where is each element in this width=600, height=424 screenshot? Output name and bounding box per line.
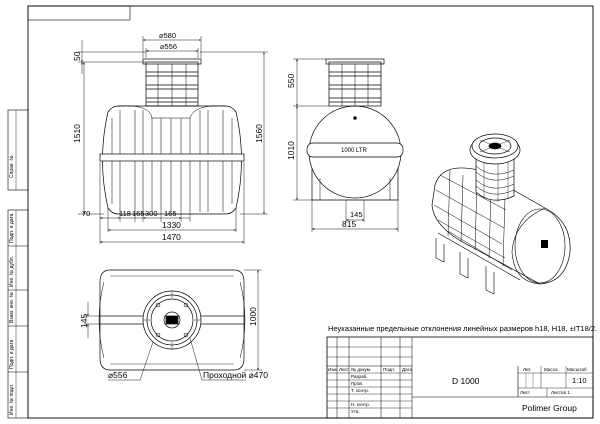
tb-sheet: Лист	[520, 390, 531, 395]
tb-designation: D 1000	[452, 376, 480, 386]
dim-height-1010: 1010	[286, 141, 296, 160]
side-view-labels: 550 1010 1000 LTR 145 815	[286, 74, 368, 229]
dim-width-1470: 1470	[162, 232, 181, 242]
dim-height-1560: 1560	[254, 124, 264, 143]
side-label-orig: Инв. № подл.	[9, 384, 15, 415]
tb-role-dev: Разраб.	[351, 374, 368, 379]
tb-header-doc: № докум.	[351, 367, 371, 372]
dim-height-50: 50	[72, 51, 82, 61]
dim-dia-556-top: ⌀556	[108, 370, 128, 380]
front-view-dimensions	[78, 36, 268, 244]
top-view-labels: 145 1000 ⌀556 Проходной ⌀470	[79, 307, 268, 380]
tb-scale-value: 1:10	[572, 376, 587, 385]
title-block-text: Изм. Лист № докум. Подп. Дата Разраб. Пр…	[328, 367, 587, 414]
dim-width-300: 300	[145, 209, 158, 218]
side-view	[306, 58, 404, 201]
sheet-frame	[7, 5, 594, 419]
tolerance-note: Неуказанные предельные отклонения линейн…	[328, 324, 597, 333]
side-stamp: Справ. № Подп. и дата Инв. № дубл. Взам.…	[9, 155, 15, 415]
passage-label: Проходной ⌀470	[203, 370, 268, 380]
tb-col-scale: Масштаб	[567, 367, 587, 372]
dim-width-70: 70	[82, 209, 90, 218]
tb-role-check: Пров.	[351, 381, 363, 386]
tb-header-sign: Подп.	[383, 367, 395, 372]
title-block	[326, 336, 594, 419]
tb-col-mass: Масса	[544, 367, 558, 372]
side-label-sign-date-1: Подп. и дата	[9, 213, 15, 243]
dim-width-118: 118	[119, 209, 131, 218]
tb-col-lit: Лит.	[523, 367, 532, 372]
dim-dia-580: ⌀580	[159, 31, 176, 40]
side-label-dup: Инв. № дубл.	[9, 256, 15, 287]
tb-role-approve: Утв.	[351, 409, 360, 414]
side-label-ref: Справ. №	[9, 155, 15, 178]
side-view-dimensions	[293, 58, 399, 232]
dim-height-550: 550	[286, 74, 296, 88]
top-view-dimensions	[84, 269, 262, 381]
tb-sheets: Листов 1	[551, 390, 570, 395]
dim-width-1330: 1330	[162, 220, 181, 230]
dim-width-165-right: 165	[164, 209, 177, 218]
dim-width-165-left: 165	[132, 209, 145, 218]
dim-height-145: 145	[79, 314, 89, 328]
volume-label: 1000 LTR	[341, 148, 368, 154]
front-view	[99, 58, 245, 215]
isometric-view	[431, 133, 571, 295]
tb-company: Polimer Group	[522, 403, 577, 413]
tb-role-ncontrol: Н. контр.	[351, 402, 370, 407]
tb-header-change: Изм.	[328, 367, 338, 372]
tb-header-sheet: Лист	[339, 367, 350, 372]
dim-dia-556: ⌀556	[160, 42, 177, 51]
front-view-labels: ⌀580 ⌀556 50 1510 1560 70 118 165 300 16…	[72, 31, 264, 242]
tb-role-tcontrol: Т. контр.	[351, 388, 369, 393]
dim-width-815: 815	[342, 219, 356, 229]
dim-width-145: 145	[350, 210, 363, 219]
side-label-sign-date-2: Подп. и дата	[9, 339, 15, 369]
dim-height-1000: 1000	[248, 307, 258, 326]
tb-header-date: Дата	[402, 367, 413, 372]
top-view	[98, 269, 246, 371]
side-label-replace: Взам. инв. №	[9, 292, 15, 323]
dim-height-1510: 1510	[72, 124, 82, 143]
